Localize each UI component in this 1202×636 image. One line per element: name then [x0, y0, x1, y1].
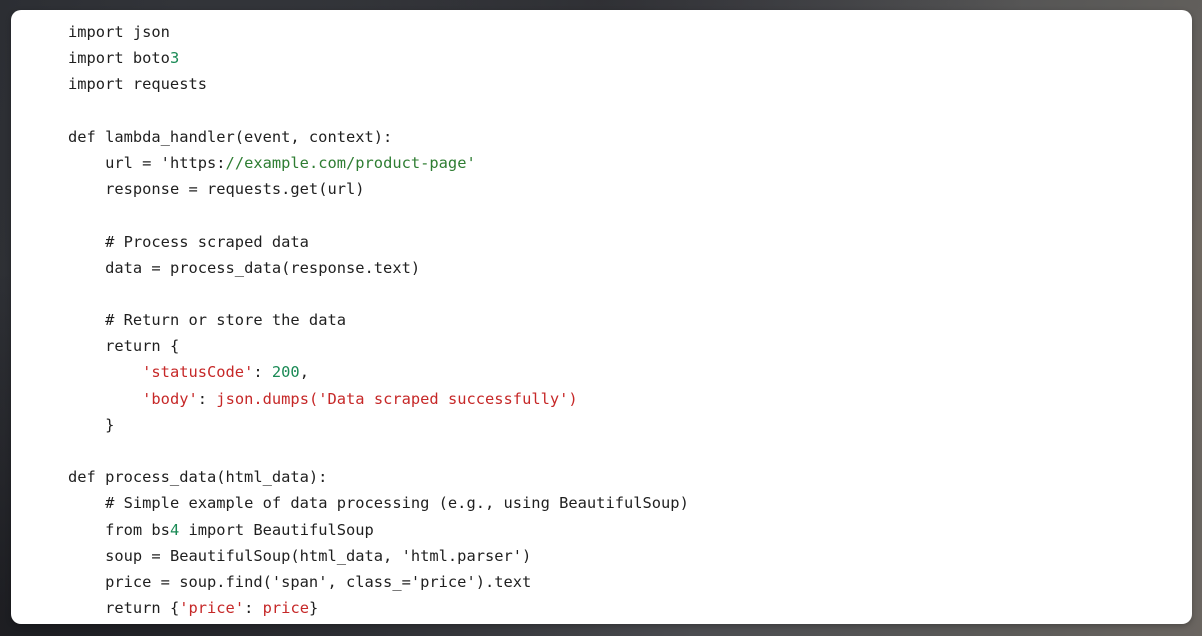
code-line: import json [68, 19, 689, 45]
code-indent [68, 180, 105, 198]
code-token-number: 4 [169, 520, 180, 539]
code-token-default: import json [68, 23, 170, 41]
code-line: price = soup.find('span', class_='price'… [68, 569, 689, 595]
code-token-default: return { [105, 337, 180, 356]
code-token-default: : [197, 389, 217, 408]
code-indent [68, 233, 105, 251]
code-card: import json import boto3 import requests de… [11, 10, 1192, 624]
code-token-default: def lambda_handler(event, context): [68, 127, 393, 146]
code-line: return { [68, 333, 689, 359]
code-indent [68, 416, 105, 434]
code-line [68, 281, 689, 307]
code-token-string: price [262, 599, 309, 618]
code-token-string: 'price' [179, 599, 245, 618]
code-line: } [68, 412, 689, 438]
code-indent [68, 363, 142, 381]
code-token-default: from bs [105, 520, 170, 539]
code-line: # Simple example of data processing (e.g… [68, 490, 689, 516]
code-line: return {'price': price} [68, 595, 689, 621]
code-indent [68, 311, 105, 329]
code-line: from bs4 import BeautifulSoup [68, 517, 689, 543]
code-token-number: 200 [271, 363, 300, 382]
code-line [68, 438, 689, 464]
code-indent [68, 573, 105, 591]
code-token-default: : [253, 363, 272, 382]
code-indent [68, 154, 105, 172]
code-line: data = process_data(response.text) [68, 255, 689, 281]
code-line: # Return or store the data [68, 307, 689, 333]
code-token-default: soup = BeautifulSoup(html_data, 'html.pa… [105, 546, 532, 565]
code-token-string: 'body' [142, 389, 198, 408]
code-token-default: url = 'https: [105, 153, 226, 172]
code-indent [68, 390, 142, 408]
code-token-default: } [105, 415, 115, 434]
code-line: 'statusCode': 200, [68, 359, 689, 385]
code-indent [68, 259, 105, 277]
code-indent [68, 494, 105, 512]
code-line: def lambda_handler(event, context): [68, 124, 689, 150]
code-token-default: return { [105, 599, 180, 618]
code-token-url: //example.com/product-page' [225, 153, 476, 172]
code-token-default: response = requests.get(url) [105, 180, 365, 199]
code-line: url = 'https://example.com/product-page' [68, 150, 689, 176]
code-line: soup = BeautifulSoup(html_data, 'html.pa… [68, 543, 689, 569]
code-line [68, 202, 689, 228]
code-token-number: 3 [169, 49, 180, 68]
code-indent [68, 547, 105, 565]
code-indent [68, 599, 105, 617]
code-token-default: # Process scraped data [105, 232, 309, 251]
code-token-default: price = soup.find('span', class_='price'… [105, 572, 532, 591]
code-block: import json import boto3 import requests de… [68, 19, 689, 621]
code-line: import requests [68, 71, 689, 97]
code-indent [68, 337, 105, 355]
code-indent [68, 521, 105, 539]
code-token-default: import boto [68, 49, 170, 68]
code-line: import boto3 [68, 45, 689, 71]
code-token-default: # Return or store the data [105, 311, 346, 330]
code-line: def process_data(html_data): [68, 464, 689, 490]
code-token-string: 'statusCode' [142, 363, 254, 382]
code-token-default: data = process_data(response.text) [105, 258, 421, 277]
code-token-default: import BeautifulSoup [179, 520, 374, 539]
code-token-default: , [299, 363, 309, 382]
code-token-default: import requests [68, 75, 207, 94]
code-token-default: # Simple example of data processing (e.g… [105, 494, 689, 513]
code-token-default: } [308, 599, 319, 618]
code-token-default: : [244, 599, 263, 618]
code-token-default: def process_data(html_data): [68, 468, 328, 487]
code-line: # Process scraped data [68, 229, 689, 255]
code-token-string: json.dumps('Data scraped successfully') [216, 389, 578, 408]
code-line [68, 98, 689, 124]
code-line: 'body': json.dumps('Data scraped success… [68, 386, 689, 412]
code-line: response = requests.get(url) [68, 176, 689, 202]
